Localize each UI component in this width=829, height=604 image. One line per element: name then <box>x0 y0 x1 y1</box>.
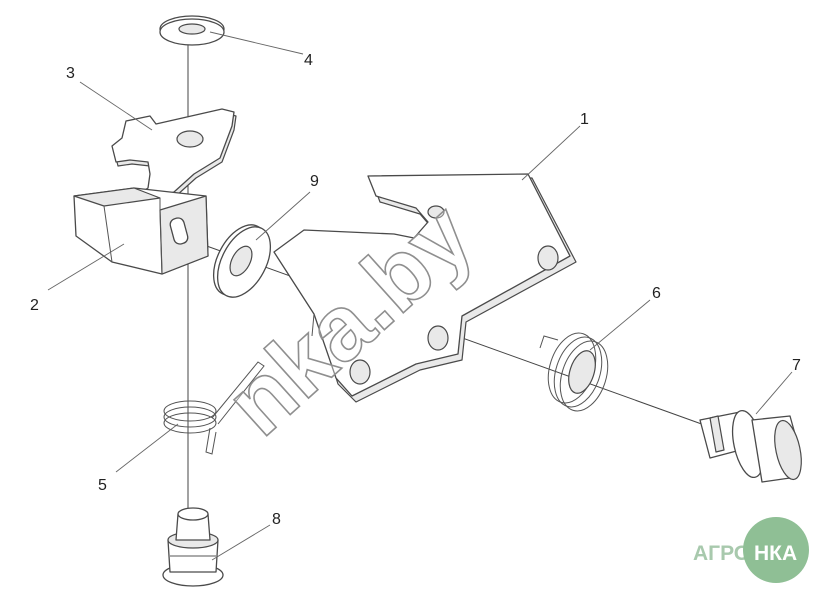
callout-7: 7 <box>792 357 801 374</box>
callout-8: 8 <box>272 511 281 528</box>
part-4-washer <box>159 15 225 46</box>
part-5-torsion-spring <box>163 361 265 455</box>
part-9-washer <box>212 224 272 298</box>
callout-labels: 1 2 3 4 5 6 7 8 9 <box>30 52 801 528</box>
part-2-bracket-block <box>73 187 209 275</box>
logo-circle <box>743 517 809 583</box>
agronka-logo: АГРО НКА <box>693 517 809 583</box>
callout-2: 2 <box>30 297 39 314</box>
callout-6: 6 <box>652 285 661 302</box>
part-1-main-plate <box>273 173 577 403</box>
callout-9: 9 <box>310 173 319 190</box>
leader-lines <box>47 31 793 561</box>
part-8-stud-pin <box>162 507 224 587</box>
part-6-coil-spring <box>539 332 609 412</box>
callout-5: 5 <box>98 477 107 494</box>
assembly-axes <box>187 30 761 510</box>
part-7-bolt <box>699 409 802 483</box>
callout-1: 1 <box>580 111 589 128</box>
logo-left-text: АГРО <box>693 542 750 565</box>
logo-circle-text: НКА <box>754 542 797 565</box>
part-3-latch-plate <box>111 108 237 211</box>
callout-3: 3 <box>66 65 75 82</box>
callout-4: 4 <box>304 52 313 69</box>
